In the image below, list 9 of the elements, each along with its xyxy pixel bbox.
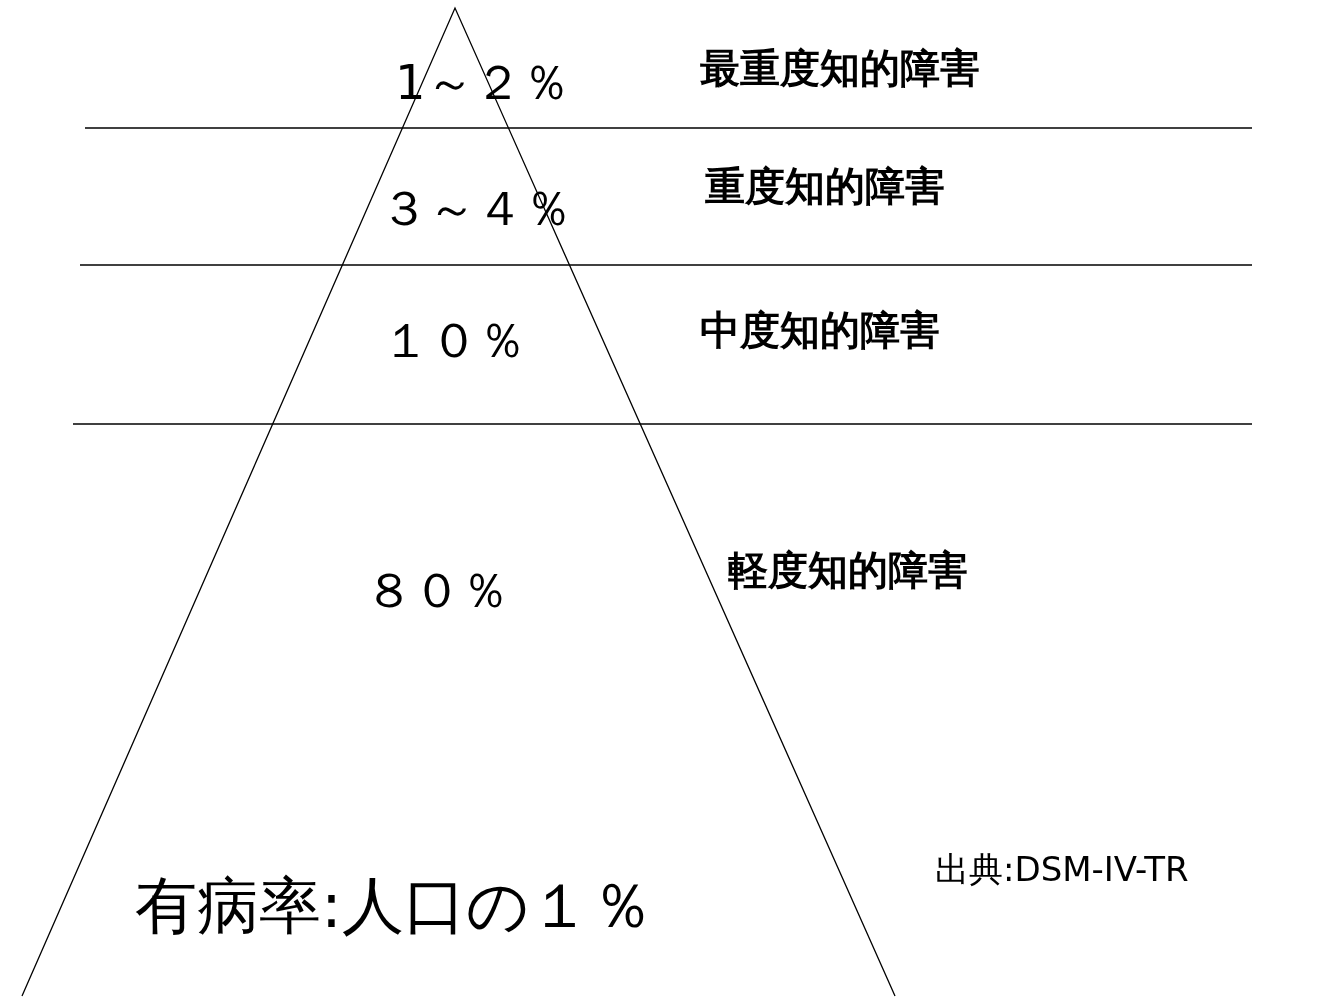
percentage-label: 1～２％ xyxy=(395,58,570,106)
category-label: 中度知的障害 xyxy=(700,310,940,350)
category-label: 重度知的障害 xyxy=(705,166,945,206)
category-label: 最重度知的障害 xyxy=(700,48,980,88)
percentage-label: ８０％ xyxy=(365,566,509,614)
category-label: 軽度知的障害 xyxy=(728,550,968,590)
prevalence-note: 有病率:人口の１％ xyxy=(135,875,653,937)
source-note: 出典:DSM-IV-TR xyxy=(935,852,1189,886)
percentage-label: １０％ xyxy=(382,316,526,364)
